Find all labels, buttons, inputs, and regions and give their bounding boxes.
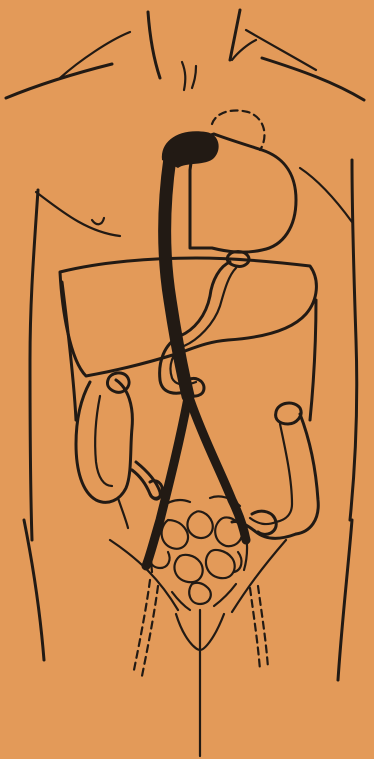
illustration-canvas [0,0,374,759]
anatomy-drawing [0,0,374,759]
